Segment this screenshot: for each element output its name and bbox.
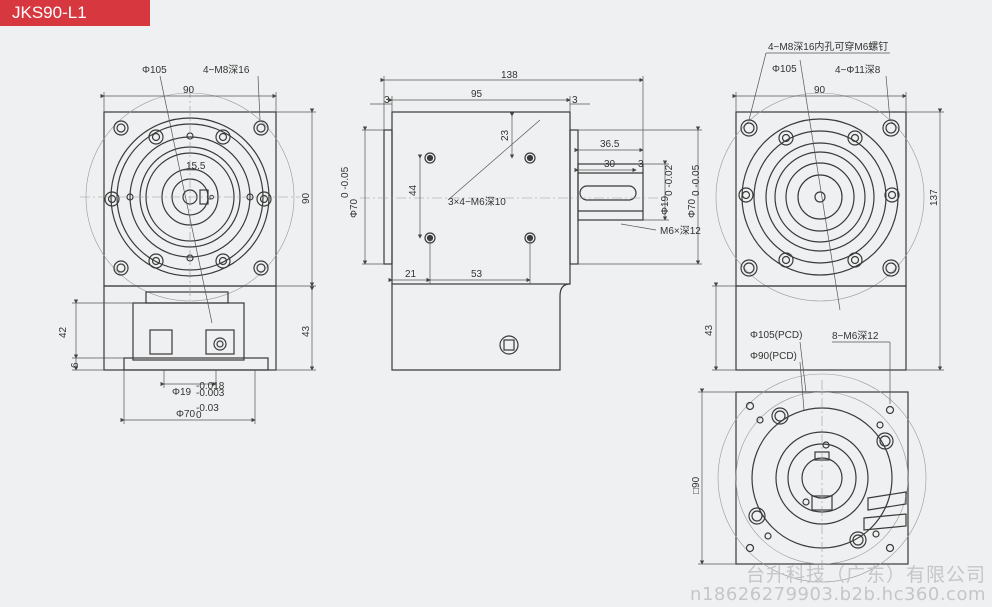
side-key-length-label: 30 — [604, 159, 616, 170]
front-base-thickness-label: 6 — [70, 362, 81, 368]
side-hole-x-label: 21 — [405, 269, 417, 280]
side-shaft-length-label: 36.5 — [600, 139, 620, 150]
front-pilot-dia-label: Φ70 — [176, 409, 196, 420]
bottom-holes-label: 8−M6深12 — [832, 330, 879, 342]
front-view-dims — [72, 75, 316, 424]
side-hole-offset-label: 23 — [500, 129, 511, 141]
side-view — [360, 111, 660, 371]
side-right-pilot-tol: 0 -0.05 — [691, 164, 702, 196]
side-shaft-dia-label: Φ19 — [660, 195, 671, 215]
model-title: JKS90-L1 — [0, 0, 150, 26]
side-view-dims — [362, 76, 702, 284]
front-phi105-label: Φ105 — [142, 65, 167, 76]
bottom-pcd90-label: Φ90(PCD) — [750, 351, 797, 362]
side-hole-pitch-label: 53 — [471, 269, 483, 280]
front-holes-label: 4−M8深16 — [203, 64, 250, 76]
side-holes-label: 3×4−M6深10 — [448, 196, 506, 208]
side-key-offset-label: 3 — [638, 159, 644, 170]
right-view-dims — [712, 52, 944, 371]
front-shaft-tol-up: -0.018 — [196, 381, 225, 392]
side-thread-label: M6×深12 — [660, 225, 701, 237]
side-hole-spacing-label: 44 — [408, 184, 419, 196]
side-body-length-label: 95 — [471, 89, 483, 100]
front-lower-height-label: 43 — [301, 325, 312, 337]
front-shaft-tol-dn: -0.003 — [196, 388, 225, 399]
front-height-label: 90 — [301, 192, 312, 204]
front-view — [80, 88, 300, 371]
front-shaft-dia-label: Φ19 — [172, 387, 192, 398]
side-total-length-label: 138 — [501, 70, 518, 81]
front-width-label: 90 — [183, 85, 195, 96]
bottom-view-dims — [698, 341, 891, 565]
right-note-label: 4−M8深16内孔可穿M6螺钉 — [768, 40, 888, 53]
right-holes-label: 4−Φ11深8 — [835, 64, 881, 76]
side-shaft-tol: 0 -0.02 — [664, 164, 675, 196]
right-phi105-label: Φ105 — [772, 64, 797, 75]
right-view — [715, 59, 925, 371]
front-pilot-tol-dn: 0 — [196, 410, 202, 421]
front-body-height-label: 42 — [58, 326, 69, 338]
side-left-pilot-tol: 0 -0.05 — [340, 166, 351, 198]
side-flange-left-label: 3 — [384, 95, 390, 106]
company-url: n18626279903.b2b.hc360.com — [690, 584, 986, 605]
front-key-label: 6 — [206, 194, 217, 200]
side-flange-right-label: 3 — [572, 95, 578, 106]
bottom-view — [717, 373, 927, 583]
right-lower-height-label: 43 — [704, 324, 715, 336]
bottom-square-label: □90 — [691, 476, 702, 494]
side-right-pilot-label: Φ70 — [687, 198, 698, 218]
front-key-width-label: 15.5 — [186, 161, 206, 172]
right-height-label: 137 — [929, 189, 940, 206]
side-left-pilot-label: Φ70 — [349, 198, 360, 218]
bottom-pcd105-label: Φ105(PCD) — [750, 330, 802, 341]
right-width-label: 90 — [814, 85, 826, 96]
front-pilot-tol-up: -0.03 — [196, 403, 219, 414]
company-name: 台升科技（广东）有限公司 — [745, 564, 986, 586]
